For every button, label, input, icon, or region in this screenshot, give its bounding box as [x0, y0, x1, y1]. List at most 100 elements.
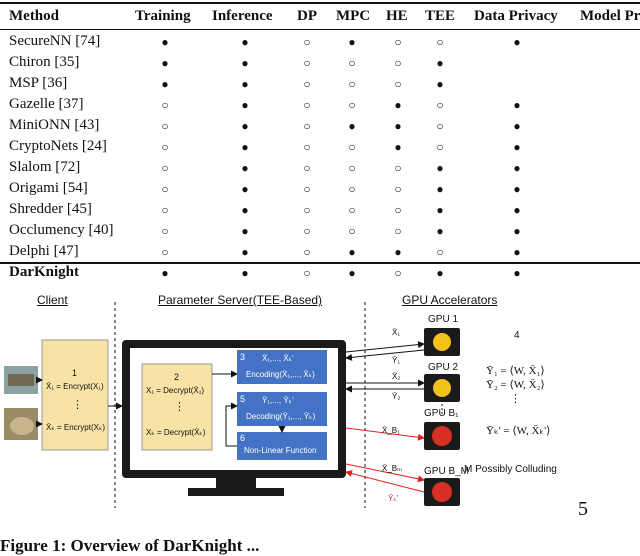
table-cell-mark: ○: [436, 245, 444, 259]
gpu1-label: GPU 1: [428, 314, 459, 325]
method-name: Chiron [35]: [9, 54, 80, 70]
box3-encoding: Encoding(X̄₁,..., X̄ₖ): [246, 370, 315, 379]
server-label: Parameter Server(TEE-Based): [158, 293, 323, 307]
table-cell-mark: ○: [303, 56, 311, 70]
table-cell-mark: ●: [394, 245, 402, 259]
table-cell-mark: ●: [241, 203, 249, 217]
decoding-box: [237, 392, 327, 426]
table-cell-mark: ○: [161, 224, 169, 238]
table-cell-mark: ○: [303, 35, 311, 49]
table-cell-mark: ●: [394, 140, 402, 154]
client-image-2-subject: [10, 417, 34, 435]
header-model-privacy: Model Pri: [580, 8, 640, 24]
gpub1-devil-icon: [432, 426, 452, 446]
box3-number: 3: [240, 352, 246, 362]
table-cell-mark: ●: [394, 98, 402, 112]
step4-number: 4: [514, 330, 520, 341]
header-data-privacy: Data Privacy: [474, 8, 558, 24]
table-cell-mark: ○: [303, 266, 311, 280]
table-cell-mark: ○: [394, 56, 402, 70]
table-cell-mark: ○: [394, 161, 402, 175]
method-name: Shredder [45]: [9, 201, 92, 217]
table-cell-mark: ●: [513, 140, 521, 154]
box1-encrypt-1: X̄₁ = Encrypt(X₁): [46, 382, 104, 391]
table-header-rule: [0, 29, 640, 30]
table-cell-mark: ●: [241, 161, 249, 175]
box5-decoding: Decoding(Ȳ₁,..., Ȳₖ): [246, 412, 316, 421]
box2-number: 2: [174, 372, 180, 382]
table-cell-mark: ●: [241, 35, 249, 49]
table-cell-mark: ●: [161, 266, 169, 280]
table-cell-mark: ○: [394, 77, 402, 91]
table-cell-mark: ○: [436, 98, 444, 112]
figure-canvas: [4, 302, 460, 508]
client-label: Client: [37, 293, 68, 307]
table-cell-mark: ○: [303, 98, 311, 112]
arrow-yk: [345, 470, 425, 493]
header-mpc: MPC: [336, 8, 371, 24]
table-cell-mark: ○: [303, 245, 311, 259]
table-row: Slalom [72]○●○○○●●: [0, 159, 640, 180]
method-name: Origami [54]: [9, 180, 88, 196]
arrow-x1: [345, 341, 425, 353]
label-y2: Ȳ₂: [392, 392, 401, 401]
box5-number: 5: [240, 394, 246, 404]
table-cell-mark: ○: [394, 266, 402, 280]
box3-line1: X̄₁,..., X̄ₖ': [262, 354, 294, 363]
table-row: Shredder [45]○●○○○●●: [0, 201, 640, 222]
table-cell-mark: ○: [303, 77, 311, 91]
box1-ellipsis: ⋮: [72, 399, 83, 411]
table-cell-mark: ○: [161, 245, 169, 259]
table-cell-mark: ●: [241, 119, 249, 133]
table-cell-mark: ●: [241, 245, 249, 259]
header-training: Training: [135, 8, 191, 24]
table-row: Chiron [35]●●○○○●: [0, 54, 640, 75]
label-xb1: X̄_B₁: [382, 426, 400, 435]
nonlinear-loop-arrow: [225, 402, 238, 447]
server-decrypt-box: [141, 363, 213, 451]
table-cell-mark: ○: [303, 224, 311, 238]
table-cell-mark: ●: [513, 119, 521, 133]
table-row: CryptoNets [24]○●○○●○●: [0, 138, 640, 159]
table-row: SecureNN [74]●●○●○○●: [0, 33, 640, 54]
header-dp: DP: [297, 8, 317, 24]
table-cell-mark: ○: [303, 119, 311, 133]
monitor-stand: [188, 488, 284, 496]
box2-decrypt-1: X₁ = Decrypt(X̄₁): [146, 386, 205, 395]
table-cell-mark: ○: [161, 161, 169, 175]
table-cell-mark: ●: [348, 245, 356, 259]
method-name: Slalom [72]: [9, 159, 81, 175]
header-inference: Inference: [212, 8, 273, 24]
table-cell-mark: ●: [348, 266, 356, 280]
table-cell-mark: ●: [513, 245, 521, 259]
gpu-label: GPU Accelerators: [402, 293, 498, 307]
gpub1-label: GPU B₁: [424, 408, 459, 419]
table-cell-mark: ●: [394, 119, 402, 133]
table-cell-mark: ○: [161, 203, 169, 217]
table-cell-mark: ○: [348, 98, 356, 112]
header-tee: TEE: [425, 8, 456, 24]
table-cell-mark: ●: [513, 224, 521, 238]
table-cell-mark: ○: [394, 35, 402, 49]
table-cell-mark: ○: [161, 98, 169, 112]
table-row: Occlumency [40]○●○○○●●: [0, 222, 640, 243]
gpubm-devil-icon: [432, 482, 452, 502]
table-cell-mark: ○: [348, 182, 356, 196]
equation-y1: Ȳ₁ = ⟨W, X̄₁⟩: [486, 365, 545, 377]
header-he: HE: [386, 8, 408, 24]
table-cell-mark: ●: [348, 119, 356, 133]
table-cell-mark: ●: [241, 77, 249, 91]
method-name: DarKnight: [9, 264, 80, 280]
monitor-neck: [216, 478, 256, 488]
table-cell-mark: ○: [348, 56, 356, 70]
table-cell-mark: ○: [348, 203, 356, 217]
client-encrypt-box: [41, 339, 109, 451]
label-y1: Ȳ₁: [392, 356, 401, 365]
gpu2-good-face-icon: [433, 379, 451, 397]
box1-number: 1: [72, 368, 78, 378]
table-row: MSP [36]●●○○○●: [0, 75, 640, 96]
table-cell-mark: ●: [436, 182, 444, 196]
table-cell-mark: ○: [348, 140, 356, 154]
table-row: Delphi [47] ○ ● ○ ● ● ○ ●: [0, 243, 640, 264]
method-name: Delphi [47]: [9, 243, 79, 259]
